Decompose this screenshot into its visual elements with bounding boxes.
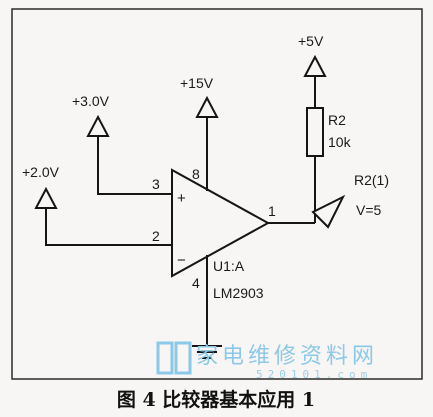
figure-frame <box>11 8 423 380</box>
wire-pin3 <box>97 136 172 195</box>
label-u1a: U1:A <box>213 258 245 274</box>
supply-arrow-5v <box>303 54 327 77</box>
figure-caption: 图 4 比较器基本应用 1 <box>117 388 315 411</box>
source-arrow-3v <box>86 114 110 137</box>
resistor-r2 <box>306 107 324 157</box>
label-plus-2v: +2.0V <box>22 164 60 180</box>
watermark-logo-left <box>156 341 174 375</box>
watermark-text: 家电维修资料网 <box>196 344 378 369</box>
pin-4-label: 4 <box>192 275 200 291</box>
supply-arrow-15v <box>195 95 219 118</box>
wire-pin2 <box>45 208 172 246</box>
pin-8-label: 8 <box>192 166 200 182</box>
watermark-logo-right <box>174 341 192 375</box>
label-plus-3v: +3.0V <box>72 93 110 109</box>
source-arrow-2v <box>34 186 58 209</box>
label-r2-value: 10k <box>328 134 352 150</box>
label-plus-15v: +15V <box>180 75 214 91</box>
noninverting-sign: + <box>177 190 186 207</box>
opamp-triangle <box>171 168 271 278</box>
label-output-voltage: V=5 <box>356 202 382 218</box>
pin-3-label: 3 <box>152 176 160 192</box>
label-r2: R2 <box>328 112 346 128</box>
output-probe-arrow <box>311 194 346 229</box>
label-plus-5v: +5V <box>298 33 324 49</box>
pin-1-label: 1 <box>268 203 276 219</box>
pin-2-label: 2 <box>152 228 160 244</box>
label-r2-node: R2(1) <box>354 172 389 188</box>
inverting-sign: − <box>177 252 186 269</box>
label-lm2903: LM2903 <box>213 285 264 301</box>
watermark-subtext: 520101.com <box>256 368 372 381</box>
